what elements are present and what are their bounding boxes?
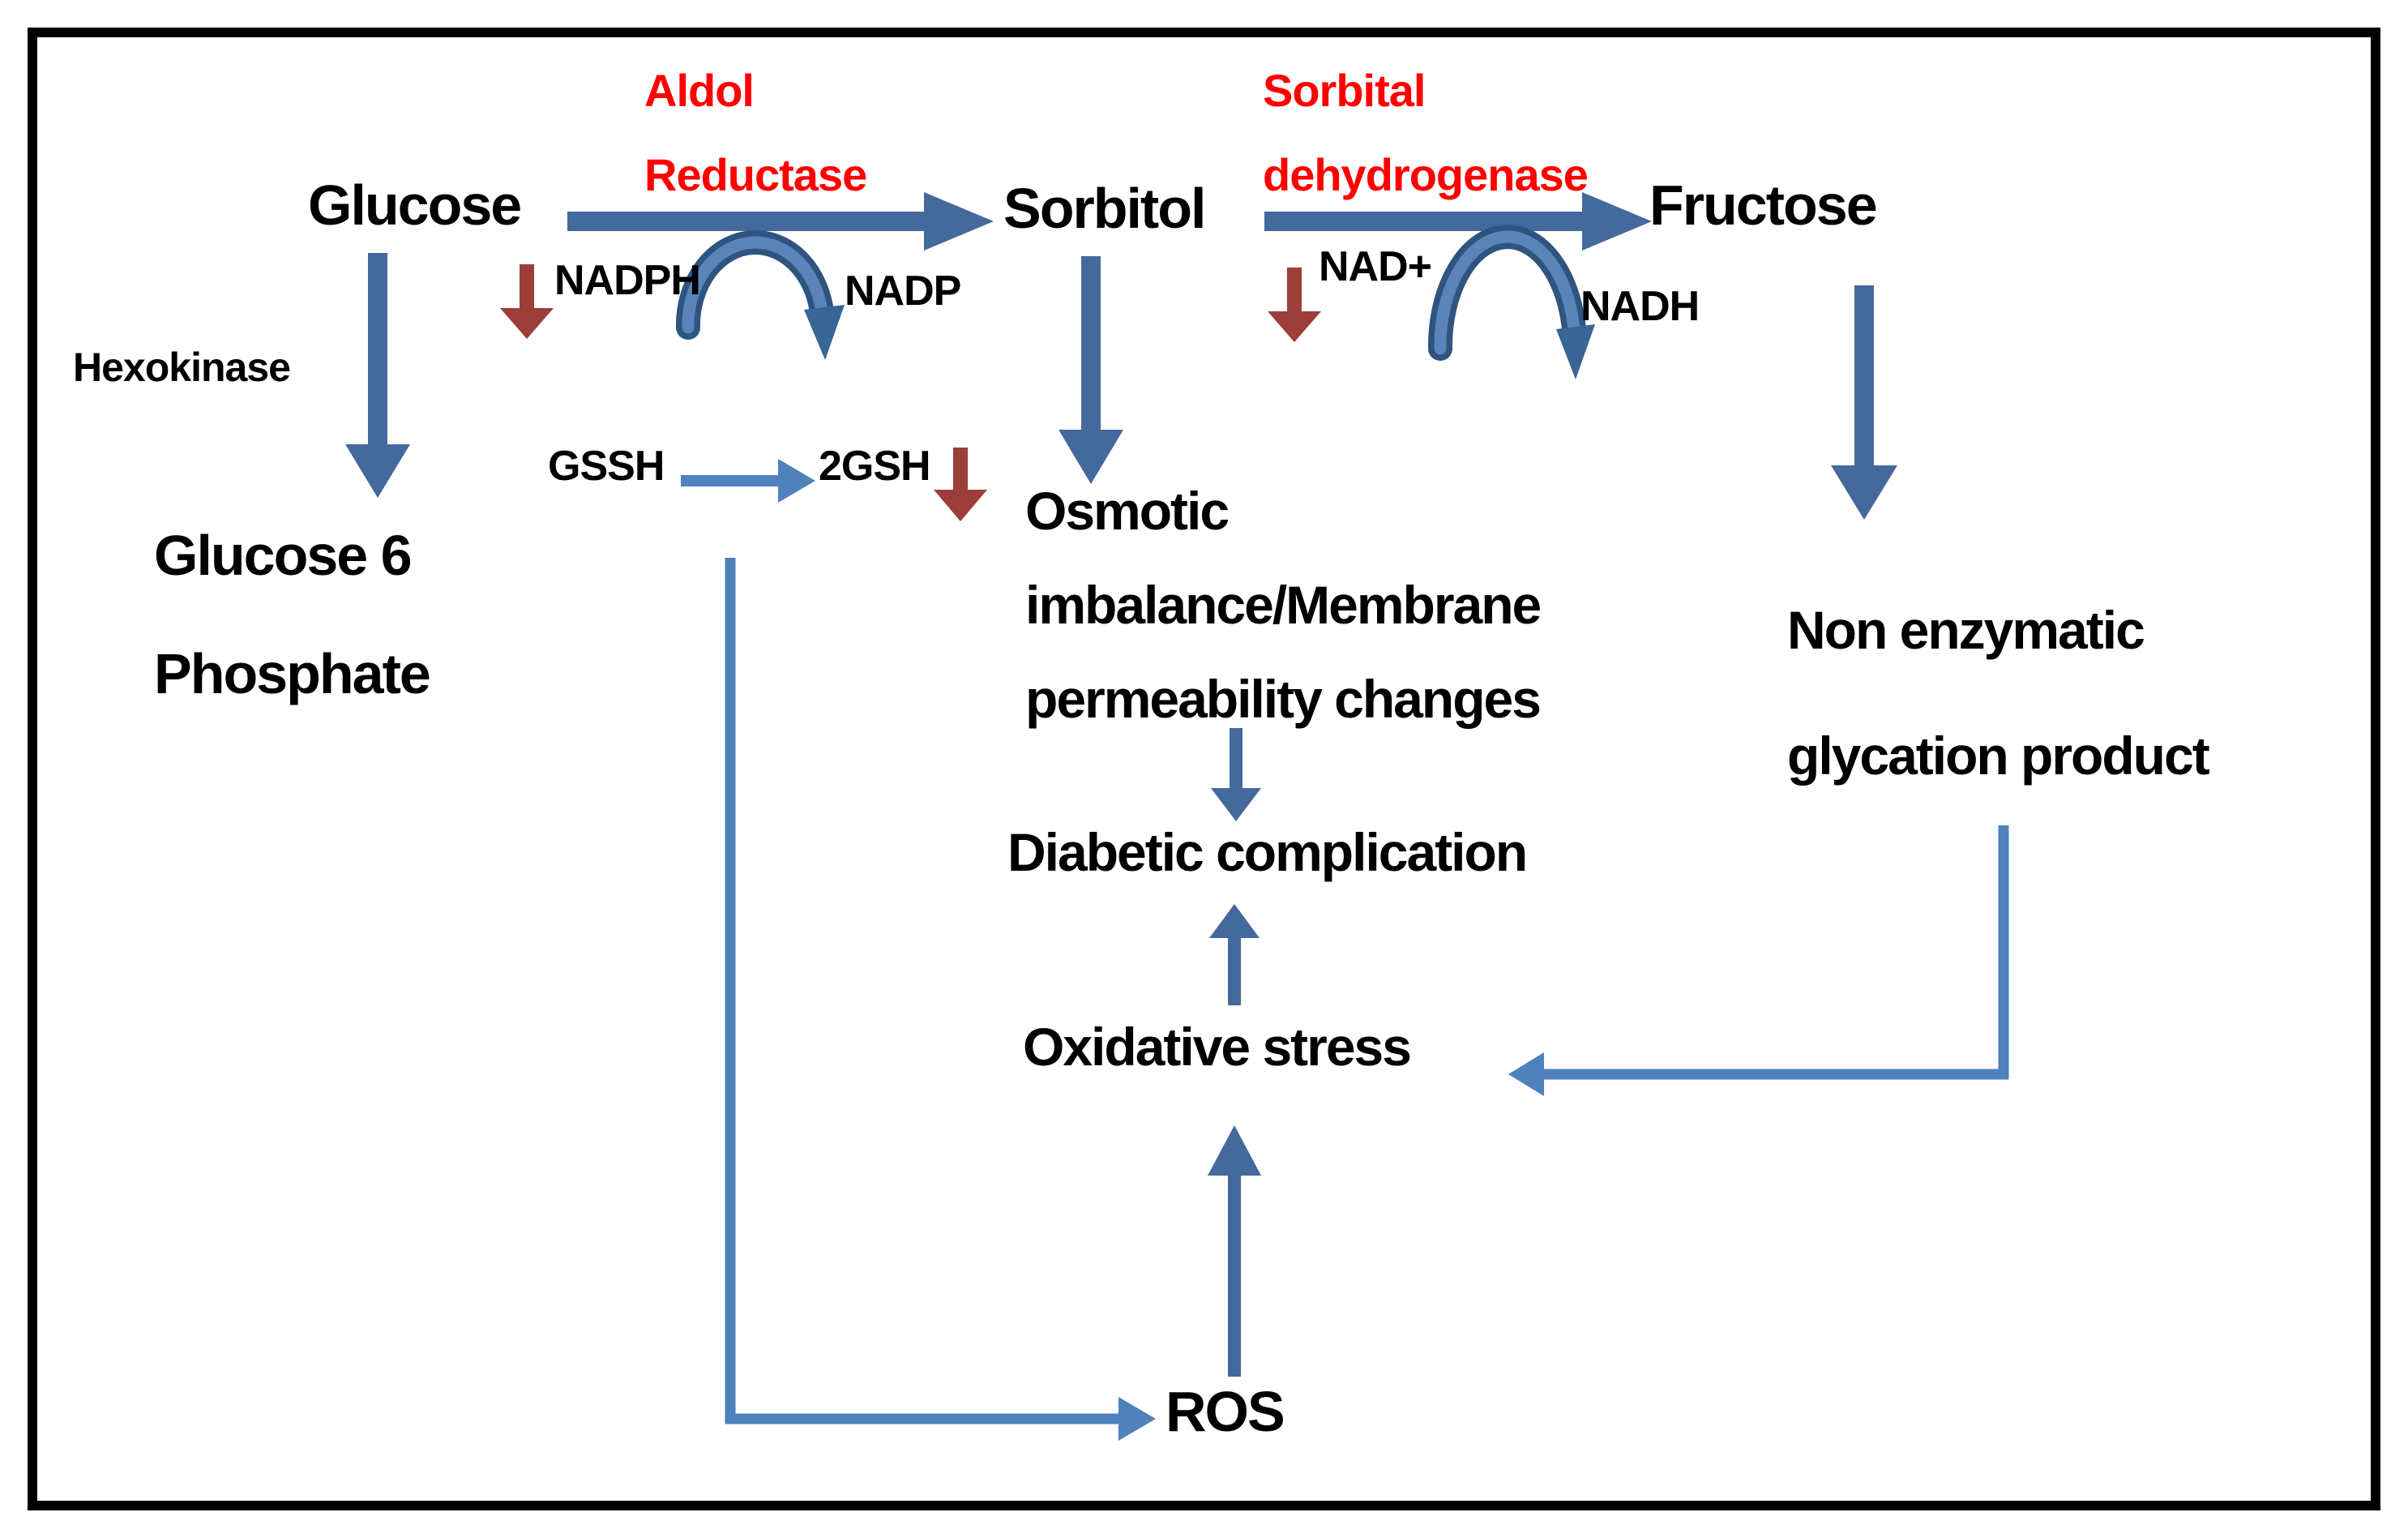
aldol-reductase-line1: Aldol	[644, 65, 755, 116]
nad-plus-label: NAD+	[1319, 243, 1432, 290]
glycation-to-oxidative-elbow-line	[1544, 825, 2009, 1080]
nadph-decrease-arrow	[500, 264, 554, 339]
osmotic-imbalance-label: Osmotic imbalance/Membrane permeability …	[1025, 464, 1542, 746]
sorbital-dehydrogenase-line1: Sorbital	[1263, 65, 1426, 116]
nadp-label: NADP	[845, 268, 961, 315]
nad-decrease-arrow	[1268, 268, 1321, 342]
glycation-to-oxidative-arrowhead	[1508, 1052, 1544, 1096]
nadph-to-nadp-arc-arrow	[675, 229, 845, 360]
sorbital-dehydrogenase-label: Sorbital dehydrogenase	[1263, 49, 1589, 217]
non-enzymatic-glycation-label: Non enzymatic glycation product	[1787, 568, 2210, 819]
oxidative-to-diabetic-arrow	[1209, 904, 1260, 1005]
two-gsh-label: 2GSH	[819, 443, 931, 490]
sorbitol-to-osmotic-arrow	[1059, 256, 1123, 484]
aldol-reductase-label: Aldol Reductase	[644, 49, 867, 217]
gssh-to-ros-elbow-line	[725, 558, 1118, 1424]
gssh-label: GSSH	[548, 443, 665, 490]
ros-label: ROS	[1166, 1380, 1285, 1443]
non-enzymatic-line2: glycation product	[1787, 726, 2210, 786]
osmotic-line2: imbalance/Membrane	[1025, 575, 1542, 635]
aldol-reductase-line2: Reductase	[644, 149, 867, 200]
glucose-to-sorbitol-arrow	[567, 192, 994, 251]
sorbitol-label: Sorbitol	[1003, 177, 1206, 240]
fructose-label: Fructose	[1649, 174, 1878, 237]
nadh-label: NADH	[1580, 283, 1700, 330]
hexokinase-label: Hexokinase	[73, 345, 291, 390]
osmotic-line3: permeability changes	[1025, 669, 1542, 729]
gssh-to-ros-arrowhead	[1118, 1397, 1156, 1441]
sorbital-dehydrogenase-line2: dehydrogenase	[1263, 149, 1589, 200]
ros-to-oxidative-arrow	[1208, 1125, 1261, 1377]
nadph-label: NADPH	[554, 257, 701, 304]
oxidative-stress-label: Oxidative stress	[1023, 1017, 1412, 1077]
sorbitol-to-fructose-arrow	[1264, 192, 1652, 251]
diabetic-complication-label: Diabetic complication	[1007, 822, 1528, 882]
glucose-6-phosphate-label: Glucose 6 Phosphate	[154, 496, 431, 733]
osmotic-to-diabetic-arrow	[1211, 728, 1261, 821]
glucose-6-phosphate-line2: Phosphate	[154, 642, 431, 705]
fructose-to-glycation-arrow	[1831, 285, 1897, 520]
gsh-decrease-arrow	[934, 448, 987, 521]
gssh-to-2gsh-arrow	[681, 459, 815, 503]
glucose-6-phosphate-line1: Glucose 6	[154, 524, 413, 587]
glucose-label: Glucose	[308, 174, 522, 237]
osmotic-line1: Osmotic	[1025, 481, 1230, 541]
nad-to-nadh-arc-arrow	[1427, 225, 1595, 379]
non-enzymatic-line1: Non enzymatic	[1787, 600, 2145, 660]
glucose-to-g6p-arrow	[345, 253, 410, 498]
diagram-border	[28, 28, 2380, 1510]
